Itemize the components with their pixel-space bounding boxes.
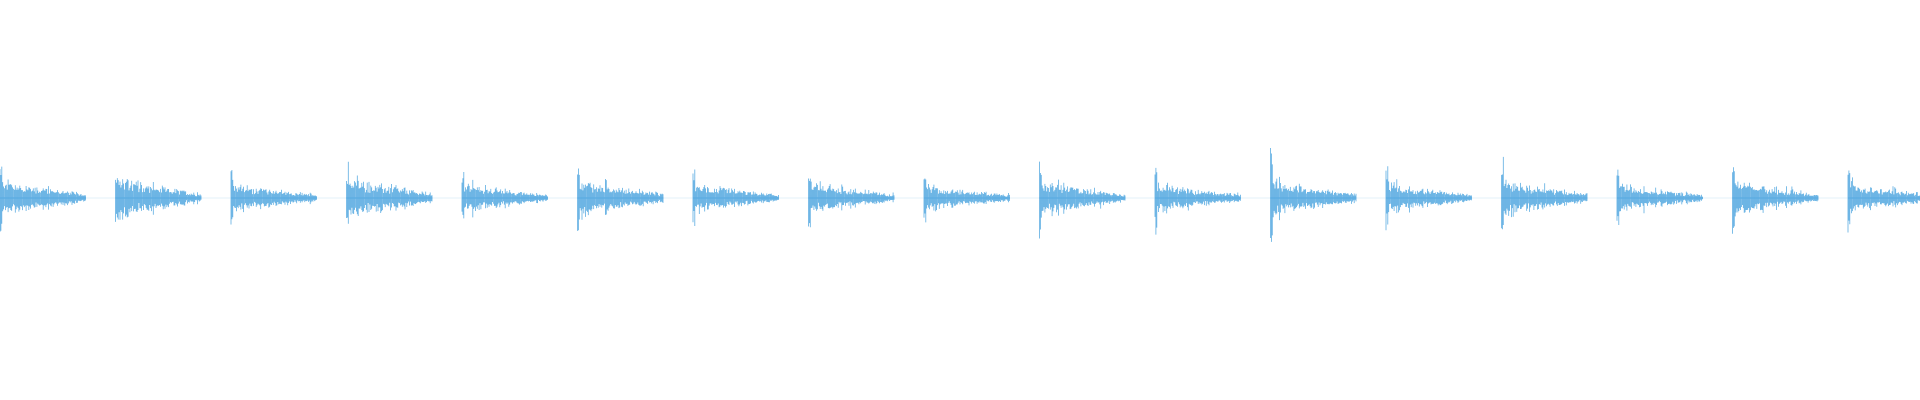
waveform-burst <box>0 166 86 232</box>
waveform-burst <box>808 178 895 228</box>
waveform-burst <box>115 178 202 222</box>
waveform-burst <box>230 170 317 225</box>
waveform-bursts <box>0 148 1920 242</box>
waveform-burst <box>346 161 433 224</box>
waveform-burst <box>1385 166 1472 231</box>
waveform-burst <box>1616 169 1703 225</box>
waveform-burst <box>923 178 1010 223</box>
waveform-burst <box>1501 156 1588 230</box>
waveform-burst <box>1039 161 1126 239</box>
waveform-burst <box>1154 167 1241 235</box>
waveform-burst <box>1732 167 1819 234</box>
waveform-burst <box>461 172 548 219</box>
waveform-burst <box>577 168 664 231</box>
waveform-burst <box>1270 148 1357 242</box>
waveform-burst <box>692 169 779 227</box>
